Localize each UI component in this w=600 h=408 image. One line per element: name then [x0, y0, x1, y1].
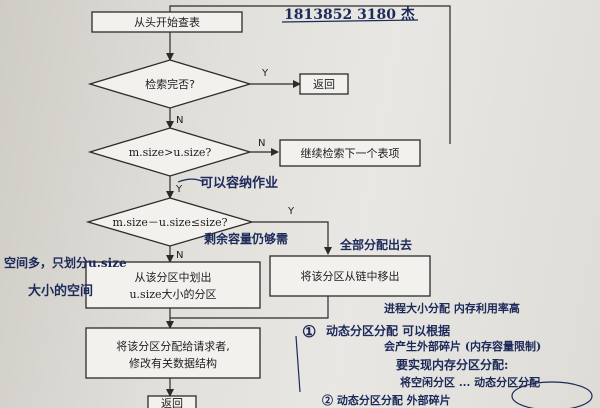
node-compare-size: m.size>u.size? — [87, 127, 253, 177]
branch-label-y-diff: Y — [287, 206, 295, 217]
annotation-dynamic-title: 动态分区分配 可以根据 — [326, 324, 451, 338]
handwriting-tick — [177, 178, 205, 183]
node-start: 从头开始查表 — [91, 11, 243, 33]
flow-connectors — [166, 5, 451, 397]
node-return-top: 返回 — [299, 73, 349, 95]
annotation-dynamic-line-5: 将空闲分区 ... 动态分区分配 — [400, 376, 541, 389]
annotation-dynamic-line-2: 进程大小分配 内存利用率高 — [384, 302, 520, 315]
node-assign: 将该分区分配给请求者, 修改有关数据结构 — [85, 327, 261, 379]
node-carve-label-1: 从该分区中划出 — [135, 270, 212, 284]
annotation-phone: 1813852 3180 杰 — [284, 7, 415, 23]
node-compare-size-label: m.size>u.size? — [129, 146, 212, 159]
node-check-done-label: 检索完否? — [145, 77, 195, 91]
arrow-next-loop-back — [169, 5, 451, 144]
annotation-dynamic-line-3: 会产生外部碎片 (内存容量限制) — [384, 340, 542, 353]
branch-label-y-check: Y — [261, 68, 269, 79]
annotation-left-note-2: 大小的空间 — [28, 284, 94, 299]
annotation-left-note-1: 空间多，只划分u.size — [4, 256, 127, 270]
branch-label-n-compare: N — [258, 138, 265, 149]
handwriting-bracket-stroke — [295, 335, 301, 393]
node-compare-diff-label: m.size－u.size≤size? — [112, 216, 227, 229]
node-next-entry-label: 继续检索下一个表项 — [301, 146, 400, 160]
node-remove: 将该分区从链中移出 — [269, 255, 431, 297]
node-return-bottom-label: 返回 — [161, 397, 183, 408]
node-return-top-label: 返回 — [313, 78, 335, 91]
node-compare-diff: m.size－u.size≤size? — [85, 197, 255, 247]
annotation-allocate-all: 全部分配出去 — [340, 238, 413, 252]
node-return-bottom: 返回 — [147, 395, 197, 408]
arrow-diff-to-remove — [252, 221, 332, 255]
node-carve-label-2: u.size大小的分区 — [129, 287, 216, 301]
node-carve: 从该分区中划出 u.size大小的分区 — [85, 261, 261, 309]
annotation-dynamic-line-6: ② 动态分区分配 外部碎片 — [322, 394, 451, 407]
annotation-dynamic-line-4: 要实现内存分区分配: — [396, 358, 509, 372]
handwriting-circle — [511, 381, 593, 408]
node-assign-label-2: 修改有关数据结构 — [129, 356, 217, 370]
handwriting-underline — [281, 19, 419, 23]
node-assign-label-1: 将该分区分配给请求者, — [116, 339, 230, 353]
branch-label-y-compare: Y — [175, 184, 183, 195]
branch-label-n-check: N — [176, 115, 183, 126]
node-remove-label: 将该分区从链中移出 — [301, 269, 400, 283]
annotation-can-hold: 可以容纳作业 — [200, 176, 279, 191]
annotation-circle-number: ① — [302, 322, 317, 341]
node-start-label: 从头开始查表 — [134, 15, 200, 29]
annotation-leftover: 剩余容量仍够需 — [204, 232, 289, 246]
arrow-remove-to-assign — [170, 296, 329, 319]
node-check-done: 检索完否? — [87, 59, 253, 109]
branch-label-n-diff: N — [176, 250, 183, 261]
node-next-entry: 继续检索下一个表项 — [279, 139, 421, 167]
